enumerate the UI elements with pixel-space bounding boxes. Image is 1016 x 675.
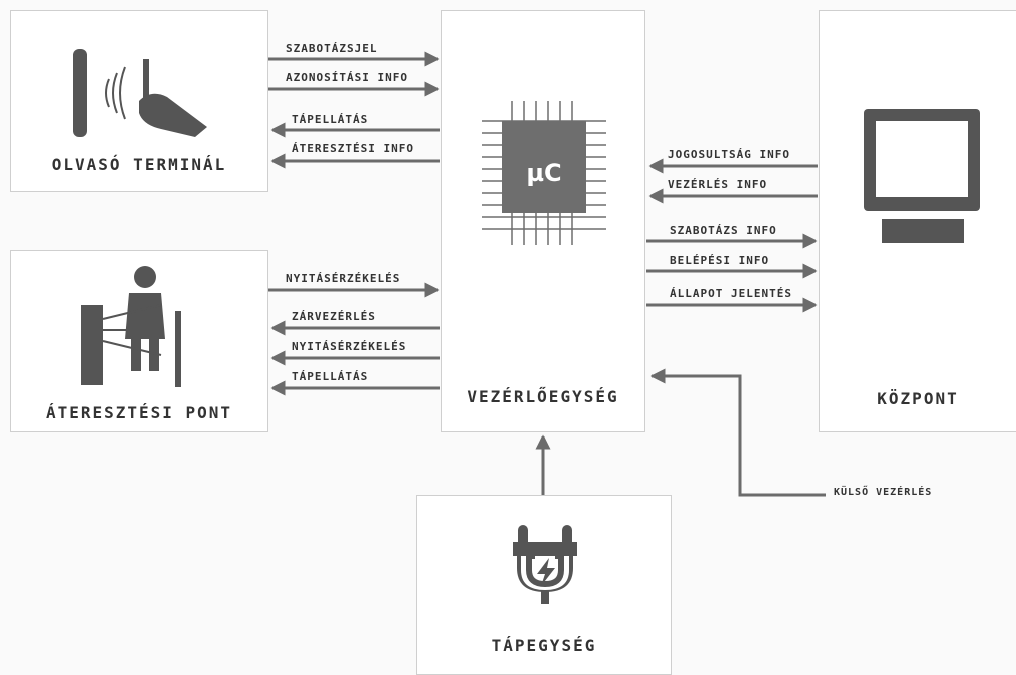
turnstile-icon: [81, 266, 181, 387]
card-reader-icon: [73, 49, 207, 137]
pass-point-title: ÁTERESZTÉSI PONT: [45, 403, 233, 422]
label-tamper-info: SZABOTÁZS INFO: [670, 224, 777, 237]
label-control-info: VEZÉRLÉS INFO: [668, 178, 768, 191]
pass-point-block: ÁTERESZTÉSI PONT: [10, 250, 268, 432]
label-reader-power: TÁPELLÁTÁS: [292, 113, 369, 126]
label-auth-info: JOGOSULTSÁG INFO: [668, 148, 790, 161]
reader-terminal-block: OLVASÓ TERMINÁL: [10, 10, 268, 192]
label-tamper-signal: SZABOTÁZSJEL: [286, 42, 378, 55]
label-id-info: AZONOSÍTÁSI INFO: [286, 71, 408, 84]
label-open-sense-out: NYITÁSÉRZÉKELÉS: [292, 340, 407, 353]
power-plug-icon: [513, 525, 577, 604]
power-supply-block: TÁPEGYSÉG: [416, 495, 672, 675]
label-lock-control: ZÁRVEZÉRLÉS: [292, 310, 376, 323]
controller-block: µC VEZÉRLŐEGYSÉG: [441, 10, 645, 432]
label-entry-info: BELÉPÉSI INFO: [670, 254, 770, 267]
label-open-sense-in: NYITÁSÉRZÉKELÉS: [286, 272, 401, 285]
label-external-control: KÜLSŐ VEZÉRLÉS: [834, 487, 933, 498]
reader-terminal-title: OLVASÓ TERMINÁL: [51, 155, 227, 174]
chip-label: µC: [526, 159, 561, 187]
controller-title: VEZÉRLŐEGYSÉG: [467, 387, 619, 406]
central-block: KÖZPONT: [819, 10, 1016, 432]
central-title: KÖZPONT: [877, 389, 959, 408]
power-supply-title: TÁPEGYSÉG: [491, 636, 597, 655]
label-gate-power: TÁPELLÁTÁS: [292, 370, 369, 383]
monitor-icon: [864, 109, 980, 243]
arrow-external-control: [650, 368, 826, 497]
microcontroller-icon: µC: [482, 101, 606, 245]
label-pass-info: ÁTERESZTÉSI INFO: [292, 142, 414, 155]
label-status-report: ÁLLAPOT JELENTÉS: [670, 287, 792, 300]
